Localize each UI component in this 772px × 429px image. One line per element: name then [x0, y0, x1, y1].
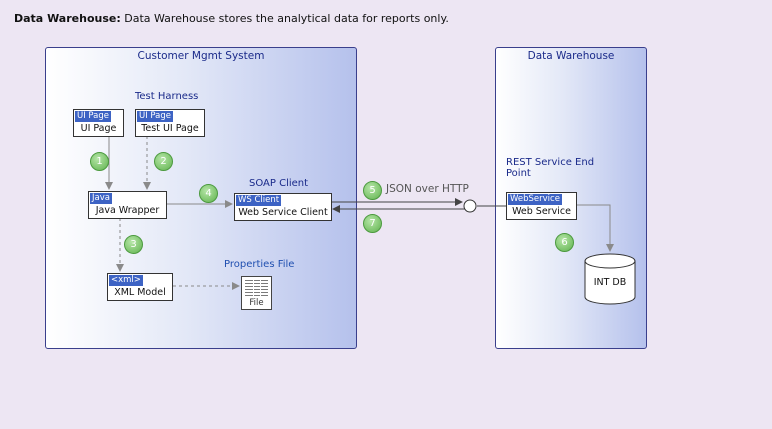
- step-badge-5: 5: [363, 181, 382, 200]
- test-ui-page-tag: UI Page: [137, 111, 174, 122]
- label-rest-endpoint-line2: Point: [506, 168, 531, 179]
- component-ws-client[interactable]: WS Client Web Service Client: [234, 193, 332, 221]
- ws-client-name: Web Service Client: [238, 207, 328, 218]
- web-service-name: Web Service: [512, 206, 571, 217]
- java-wrapper-name: Java Wrapper: [95, 205, 160, 216]
- ui-page-tag: UI Page: [75, 111, 112, 122]
- test-ui-page-name: Test UI Page: [141, 123, 199, 134]
- database-icon: [584, 253, 636, 305]
- label-rest-endpoint-line1: REST Service End: [506, 157, 595, 168]
- file-icon: [245, 280, 268, 296]
- label-json-over-http: JSON over HTTP: [386, 183, 469, 195]
- component-web-service[interactable]: WebService Web Service: [506, 192, 577, 220]
- java-wrapper-tag: Java: [90, 193, 112, 204]
- label-test-harness: Test Harness: [135, 91, 199, 102]
- edge-service-to-db: [577, 204, 614, 252]
- step-badge-2: 2: [154, 152, 173, 171]
- xml-model-name: XML Model: [114, 287, 166, 298]
- component-java-wrapper[interactable]: Java Java Wrapper: [88, 191, 167, 219]
- ws-client-tag: WS Client: [236, 195, 282, 206]
- region-title-dw: Data Warehouse: [527, 50, 615, 62]
- label-properties-file: Properties File: [224, 259, 295, 270]
- header-title: Data Warehouse:: [14, 12, 121, 25]
- ui-page-name: UI Page: [80, 123, 117, 134]
- component-test-ui-page[interactable]: UI Page Test UI Page: [135, 109, 205, 137]
- label-soap-client: SOAP Client: [249, 178, 309, 189]
- component-file[interactable]: File: [241, 276, 272, 310]
- component-int-db[interactable]: INT DB: [584, 253, 636, 305]
- int-db-name: INT DB: [593, 277, 627, 288]
- interface-circle: [463, 199, 477, 213]
- xml-model-tag: <xml>: [109, 275, 143, 286]
- component-ui-page[interactable]: UI Page UI Page: [73, 109, 124, 137]
- step-badge-3: 3: [124, 235, 143, 254]
- component-xml-model[interactable]: <xml> XML Model: [107, 273, 173, 301]
- file-name: File: [249, 298, 264, 308]
- label-rest-endpoint: REST Service End Point: [506, 157, 594, 179]
- header-description: Data Warehouse stores the analytical dat…: [124, 12, 449, 25]
- step-badge-1: 1: [90, 152, 109, 171]
- step-badge-6: 6: [555, 233, 574, 252]
- web-service-tag: WebService: [508, 194, 562, 205]
- step-badge-7: 7: [363, 214, 382, 233]
- page-header: Data Warehouse: Data Warehouse stores th…: [14, 12, 449, 25]
- step-badge-4: 4: [199, 184, 218, 203]
- region-title-cms: Customer Mgmt System: [137, 50, 265, 62]
